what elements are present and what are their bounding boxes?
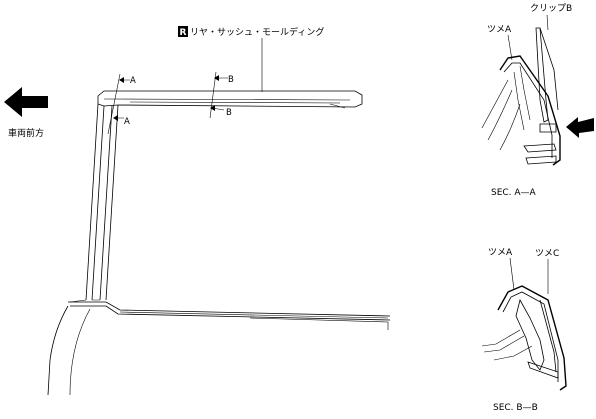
front-direction-indicator: 車両前方 (4, 87, 48, 139)
sec-aa-title: SEC. A—A (491, 188, 537, 198)
door-frame-drawing: A A B B (47, 71, 391, 396)
sec-aa-claw-label: ツメA (487, 25, 512, 35)
arrow-left-icon (4, 87, 48, 117)
section-mark-b-bottom: B (226, 108, 232, 118)
sec-bb-claw-a-label: ツメA (488, 248, 513, 258)
part-name: リヤ・サッシュ・モールディング (190, 26, 324, 38)
insert-arrow-icon (566, 117, 594, 138)
part-badge: R (180, 28, 187, 38)
rear-sash-moulding (97, 90, 363, 108)
section-mark-a-bottom: A (124, 117, 130, 127)
sec-bb-claw-c-label: ツメC (535, 249, 559, 259)
part-callout: R リヤ・サッシュ・モールディング (178, 26, 324, 92)
section-bb-drawing: ツメA ツメC SEC. B—B (481, 248, 567, 413)
part-badge-box (178, 26, 188, 37)
section-aa-drawing: ツメA クリップB SEC. A—A (481, 3, 594, 198)
direction-label: 車両前方 (8, 127, 44, 139)
sec-bb-title: SEC. B—B (493, 403, 538, 413)
door-outer-contour (47, 305, 69, 396)
front-pillar (85, 103, 119, 301)
door-belt-line (68, 301, 391, 321)
section-cut-a: A A (107, 73, 136, 135)
section-mark-b-top: B (228, 75, 234, 85)
section-cut-b: B B (209, 71, 234, 119)
section-mark-a-top: A (130, 76, 136, 86)
sec-aa-clip-label: クリップB (530, 3, 572, 14)
